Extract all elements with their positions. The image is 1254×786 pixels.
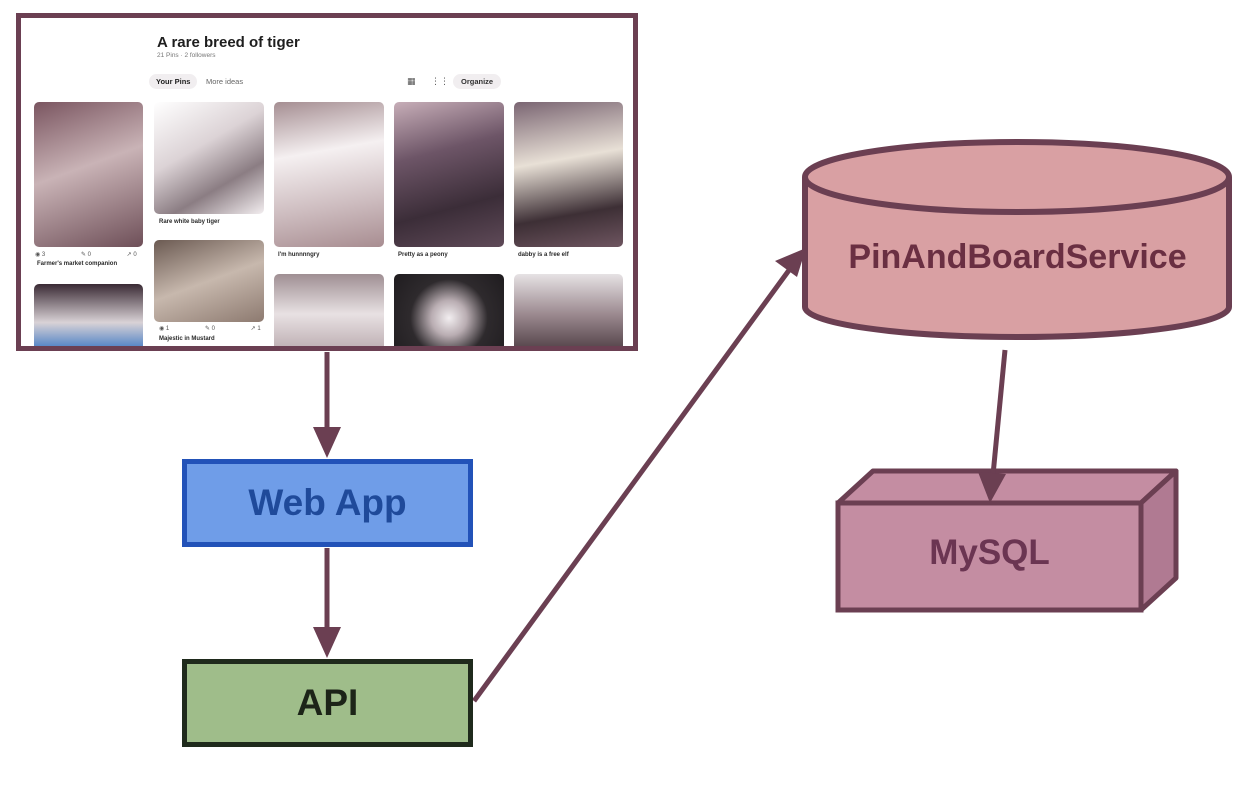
pin-views: 3 — [41, 252, 46, 258]
pin-caption: dabby is a free elf — [518, 252, 569, 258]
pin-image[interactable] — [154, 240, 264, 322]
pin-shares: 0 — [133, 252, 137, 258]
pin-icon: ✎ — [80, 252, 86, 258]
views-icon: ◉ — [35, 252, 41, 258]
pin-caption: Pretty as a peony — [398, 252, 448, 258]
pin-stats: ◉ 3 ✎ 0 ↗ 0 — [35, 251, 137, 258]
pin-icon: ✎ — [204, 326, 210, 332]
arrowhead-webapp — [313, 427, 341, 458]
pin-stats: ◉ 1 ✎ 0 ↗ 1 — [159, 325, 261, 332]
tab-more-ideas[interactable]: More ideas — [206, 77, 244, 86]
arrowhead-api — [313, 627, 341, 658]
arrowhead-mysql — [978, 472, 1006, 503]
pinterest-board-screenshot: A rare breed of tiger 21 Pins · 2 follow… — [16, 13, 638, 351]
grid-icon[interactable]: ▦ — [407, 76, 416, 86]
organize-button[interactable]: Organize — [453, 74, 502, 89]
pin-saves: 0 — [211, 326, 215, 332]
arrow-service-to-mysql — [990, 349, 1008, 476]
views-icon: ◉ — [159, 326, 165, 332]
tab-your-pins[interactable]: Your Pins — [149, 74, 198, 89]
pin-shares: 1 — [257, 326, 261, 332]
pin-image[interactable] — [394, 102, 504, 247]
mysql-box — [835, 468, 1179, 613]
api-node: API — [182, 659, 473, 747]
web-app-node: Web App — [182, 459, 473, 547]
pin-and-board-service-label: PinAndBoardService — [848, 238, 1187, 276]
board-title: A rare breed of tiger — [157, 34, 300, 51]
pin-image[interactable] — [154, 102, 264, 214]
pin-saves: 0 — [87, 252, 91, 258]
pin-image[interactable] — [34, 102, 143, 247]
pin-image[interactable] — [514, 102, 623, 247]
share-icon: ↗ — [250, 326, 256, 332]
share-icon: ↗ — [126, 252, 132, 258]
pin-image[interactable] — [274, 102, 384, 247]
pin-image[interactable] — [394, 274, 504, 346]
arrow-api-to-service — [471, 260, 798, 703]
pin-image[interactable] — [514, 274, 623, 346]
pin-image[interactable] — [34, 284, 143, 346]
compact-grid-icon[interactable]: ⋮⋮ — [431, 76, 449, 86]
board-meta: 21 Pins · 2 followers — [157, 52, 216, 59]
pin-caption: Farmer's market companion — [37, 261, 118, 267]
arrowhead-service — [775, 248, 806, 277]
pin-caption: Majestic in Mustard — [159, 336, 215, 342]
pin-caption: Rare white baby tiger — [159, 219, 220, 225]
pin-image[interactable] — [274, 274, 384, 346]
pin-caption: I'm hunnnngry — [278, 252, 320, 258]
pin-and-board-service-cylinder — [802, 139, 1232, 340]
mysql-label: MySQL — [929, 533, 1050, 572]
pin-views: 1 — [165, 326, 170, 332]
